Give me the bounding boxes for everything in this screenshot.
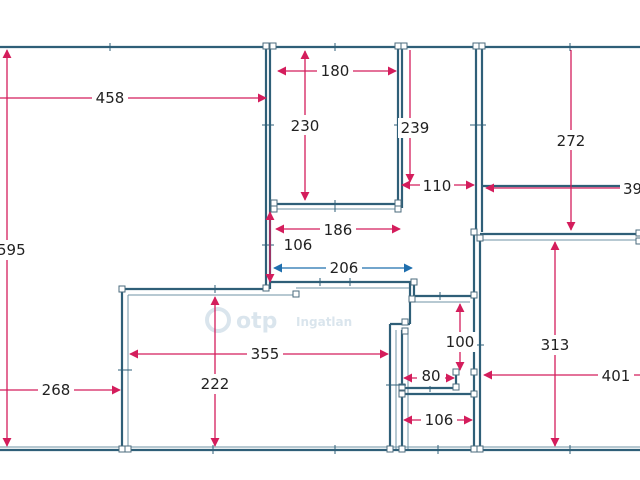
- dimension-206: 206: [330, 259, 359, 277]
- dimension-355: 355: [251, 345, 280, 363]
- walls: [0, 45, 640, 452]
- tick-marks: [109, 43, 571, 454]
- dimension-272: 272: [557, 132, 586, 150]
- dimension-labels: 458 180 230 239 272 110 39 186 106 206 5…: [0, 61, 640, 430]
- watermark-text: Ingatlan: [296, 315, 352, 329]
- dimension-458: 458: [96, 89, 125, 107]
- dimension-401: 401: [602, 367, 631, 385]
- dimension-180: 180: [321, 62, 350, 80]
- dimension-268: 268: [42, 381, 71, 399]
- dimension-100: 100: [446, 333, 475, 351]
- watermark: otp Ingatlan: [205, 307, 352, 334]
- dimension-106-upper: 106: [284, 236, 313, 254]
- dimension-110: 110: [423, 177, 452, 195]
- dimension-106-lower: 106: [425, 411, 454, 429]
- wall-nodes: [118, 42, 640, 453]
- dimension-80: 80: [421, 367, 440, 385]
- dimension-230: 230: [291, 117, 320, 135]
- dimension-39: 39: [623, 180, 640, 198]
- dimension-313: 313: [541, 336, 570, 354]
- dimension-186: 186: [324, 221, 353, 239]
- dimension-239: 239: [401, 119, 430, 137]
- dimension-222: 222: [201, 375, 230, 393]
- dimension-lines: [0, 49, 640, 447]
- watermark-logo: otp: [236, 309, 277, 334]
- dimension-595: 595: [0, 241, 26, 259]
